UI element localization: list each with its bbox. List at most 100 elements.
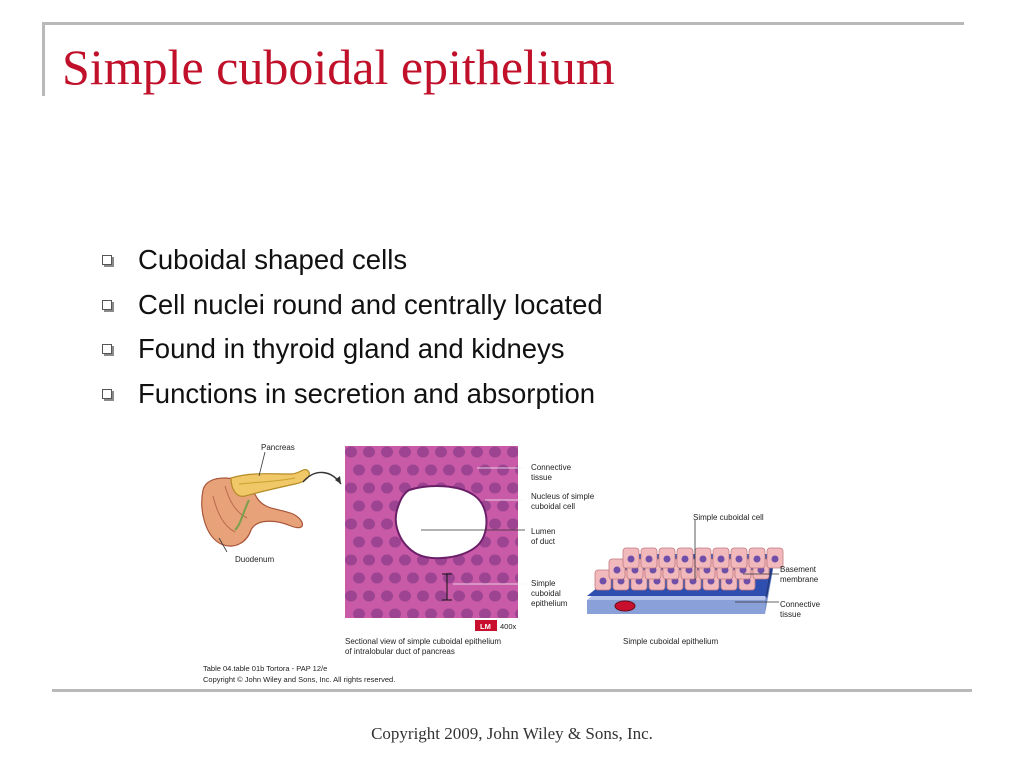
cell-nucleus [443,464,455,476]
cell-nucleus [507,482,518,494]
source-copyright: Copyright © John Wiley and Sons, Inc. Al… [203,675,395,684]
cuboidal-3d-illustration [587,520,784,614]
micrograph-caption-line2: of intralobular duct of pancreas [345,647,455,656]
cell-nucleus [353,464,365,476]
cell-nucleus [497,608,509,618]
simple-cuboidal-cell-label: Simple cuboidal cell [693,513,764,522]
cell-nucleus [363,482,375,494]
bullet-list: Cuboidal shaped cells Cell nuclei round … [102,238,603,416]
cell-nucleus [353,572,365,584]
cell-nucleus [363,590,375,602]
cell-nucleus [613,566,621,574]
cell-nucleus [425,572,437,584]
cell-nucleus [363,446,375,458]
cell-nucleus [489,554,501,566]
square-bullet-icon [102,389,112,400]
cell-nucleus [489,446,501,458]
cell-nucleus [443,608,455,618]
simple-cuboidal-label: Simple [531,579,556,588]
cell-nucleus [371,608,383,618]
cell-nucleus [497,536,509,548]
source-citation: Table 04.table 01b Tortora - PAP 12/e [203,664,327,673]
cell-nucleus [681,555,689,563]
connective-tissue-3d-label: Connective [780,600,821,609]
cell-nucleus [479,464,491,476]
cell-nucleus [461,572,473,584]
cell-nucleus [389,464,401,476]
duodenum-label: Duodenum [235,555,274,564]
cell-nucleus [471,590,483,602]
cell-nucleus [515,573,518,583]
bullet-item: Found in thyroid gland and kidneys [102,327,603,372]
frame-top-rule [42,22,964,25]
cell-nucleus [663,555,671,563]
cell-nucleus [507,554,518,566]
cell-nucleus [515,609,518,618]
cell-nucleus [453,554,465,566]
cell-nucleus [381,554,393,566]
frame-bottom-rule [52,689,972,692]
cell-nucleus [461,608,473,618]
cell-nucleus [371,464,383,476]
simple-cuboidal-label-line2: cuboidal [531,589,561,598]
cell-nucleus [345,554,357,566]
cell-nucleus [407,608,419,618]
cell-nucleus [699,555,707,563]
cell-nucleus [479,608,491,618]
cell-nucleus [381,518,393,530]
cell-nucleus [489,590,501,602]
cell-nucleus [507,518,518,530]
bullet-item: Cell nuclei round and centrally located [102,283,603,328]
cell-nucleus [645,555,653,563]
blood-vessel [614,600,636,612]
cell-nucleus [461,464,473,476]
cell-nucleus [471,446,483,458]
cell-nucleus [435,590,447,602]
cell-nucleus [389,608,401,618]
cell-nucleus [407,572,419,584]
cell-nucleus [471,554,483,566]
bullet-text: Found in thyroid gland and kidneys [138,333,565,365]
cell-nucleus [435,446,447,458]
cell-nucleus [497,464,509,476]
bullet-item: Functions in secretion and absorption [102,372,603,417]
cell-nucleus [735,555,743,563]
cell-nucleus [381,446,393,458]
cell-nucleus [471,482,483,494]
pancreas-leader-line [258,451,266,477]
cell-nucleus [717,555,725,563]
cell-nucleus [425,464,437,476]
cell-nucleus [363,554,375,566]
cell-nucleus [515,465,518,475]
bullet-item: Cuboidal shaped cells [102,238,603,283]
duodenum-leader-line [218,537,228,553]
cell-nucleus [479,572,491,584]
slide-title: Simple cuboidal epithelium [62,39,615,95]
cell-nucleus [353,536,365,548]
cell-nucleus [515,537,518,547]
cell-nucleus [453,446,465,458]
slide-footer: Copyright 2009, John Wiley & Sons, Inc. [0,724,1024,744]
cell-nucleus [599,577,607,585]
magnification-label: 400x [500,622,517,631]
cell-nucleus [417,590,429,602]
cell-nucleus [353,500,365,512]
cell-nucleus [399,446,411,458]
basement-membrane-label-line2: membrane [780,575,819,584]
cell-nucleus [425,608,437,618]
cell-nucleus [489,518,501,530]
cell-nucleus [497,500,509,512]
cell-nucleus [753,555,761,563]
basement-membrane-label: Basement [780,565,817,574]
cuboidal-epithelium-figure: Pancreas Duodenum Connective tissue Nucl… [201,443,821,684]
micrograph-caption: Sectional view of simple cuboidal epithe… [345,637,501,646]
bullet-text: Cell nuclei round and centrally located [138,288,603,320]
bullet-text: Functions in secretion and absorption [138,378,596,410]
duct-lumen [394,485,488,560]
cell-nucleus [497,572,509,584]
connective-tissue-label: Connective [531,463,572,472]
lm-badge-text: LM [480,622,491,631]
cell-nucleus [515,501,518,511]
frame-left-rule [42,22,45,96]
pancreas-illustration [201,451,342,553]
